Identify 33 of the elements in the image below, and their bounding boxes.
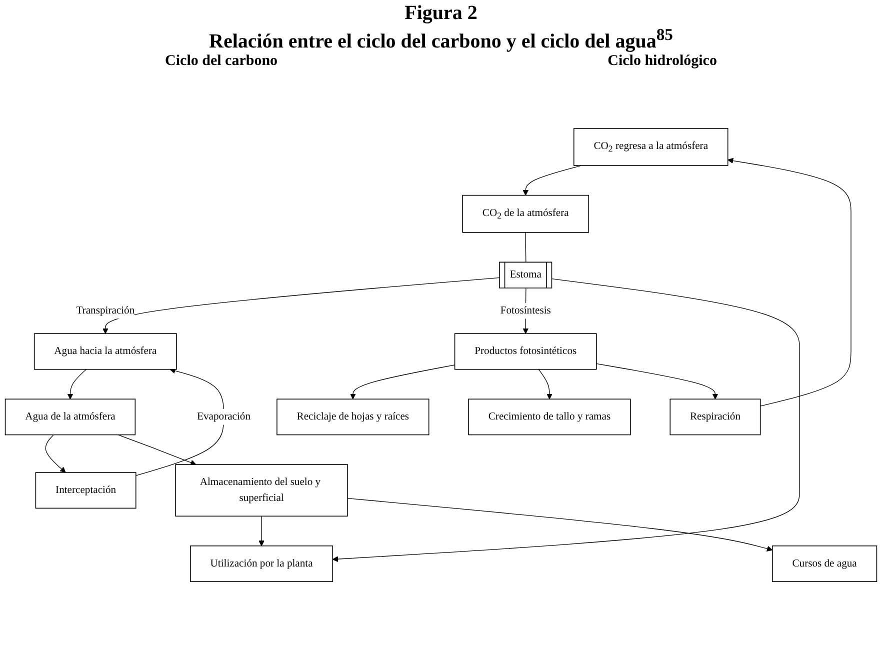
arrow <box>522 164 582 196</box>
node-box: Reciclaje de hojas y raíces <box>276 398 430 435</box>
node-box: Utilización por la planta <box>190 545 334 582</box>
section-heading: Ciclo del carbono <box>165 52 278 70</box>
arrow <box>350 364 456 399</box>
node-box: Respiración <box>670 398 761 435</box>
node-box: Crecimiento de tallo y ramas <box>468 398 631 435</box>
connector <box>525 232 526 263</box>
edge-label: Evaporación <box>197 410 251 422</box>
node-box: Agua hacia la atmósfera <box>34 332 177 370</box>
node-box: Agua de la atmósfera <box>4 398 136 435</box>
edge-label: Fotosíntesis <box>500 304 551 316</box>
node-box: CO$_{2}$ de la atmósfera <box>462 194 590 232</box>
arrow <box>118 434 196 465</box>
arrow <box>728 158 852 406</box>
arrow <box>258 515 264 546</box>
arrow <box>67 368 87 399</box>
figure-subtitle: Relación entre el ciclo del carbono y el ciclo del agua$^{85}$ <box>208 24 674 53</box>
node-box: Cursos de agua <box>772 545 878 582</box>
arrow <box>538 368 552 399</box>
edge-label: Transpiración <box>76 304 135 316</box>
arrow <box>347 498 773 552</box>
arrow <box>136 368 224 476</box>
figure-title: Figura 2 <box>404 2 478 24</box>
node-box: Almacenamiento del suelo y superficial <box>175 464 348 516</box>
section-heading: Ciclo hidrológico <box>608 52 717 70</box>
arrow <box>102 276 500 334</box>
arrow <box>332 278 800 562</box>
node-box: Productos fotosintéticos <box>454 332 597 370</box>
node-box: Interceptación <box>35 472 136 508</box>
arrow <box>45 434 66 472</box>
node-box: CO$_{2}$ regresa a la atmósfera <box>574 128 728 166</box>
arrow <box>596 363 718 399</box>
